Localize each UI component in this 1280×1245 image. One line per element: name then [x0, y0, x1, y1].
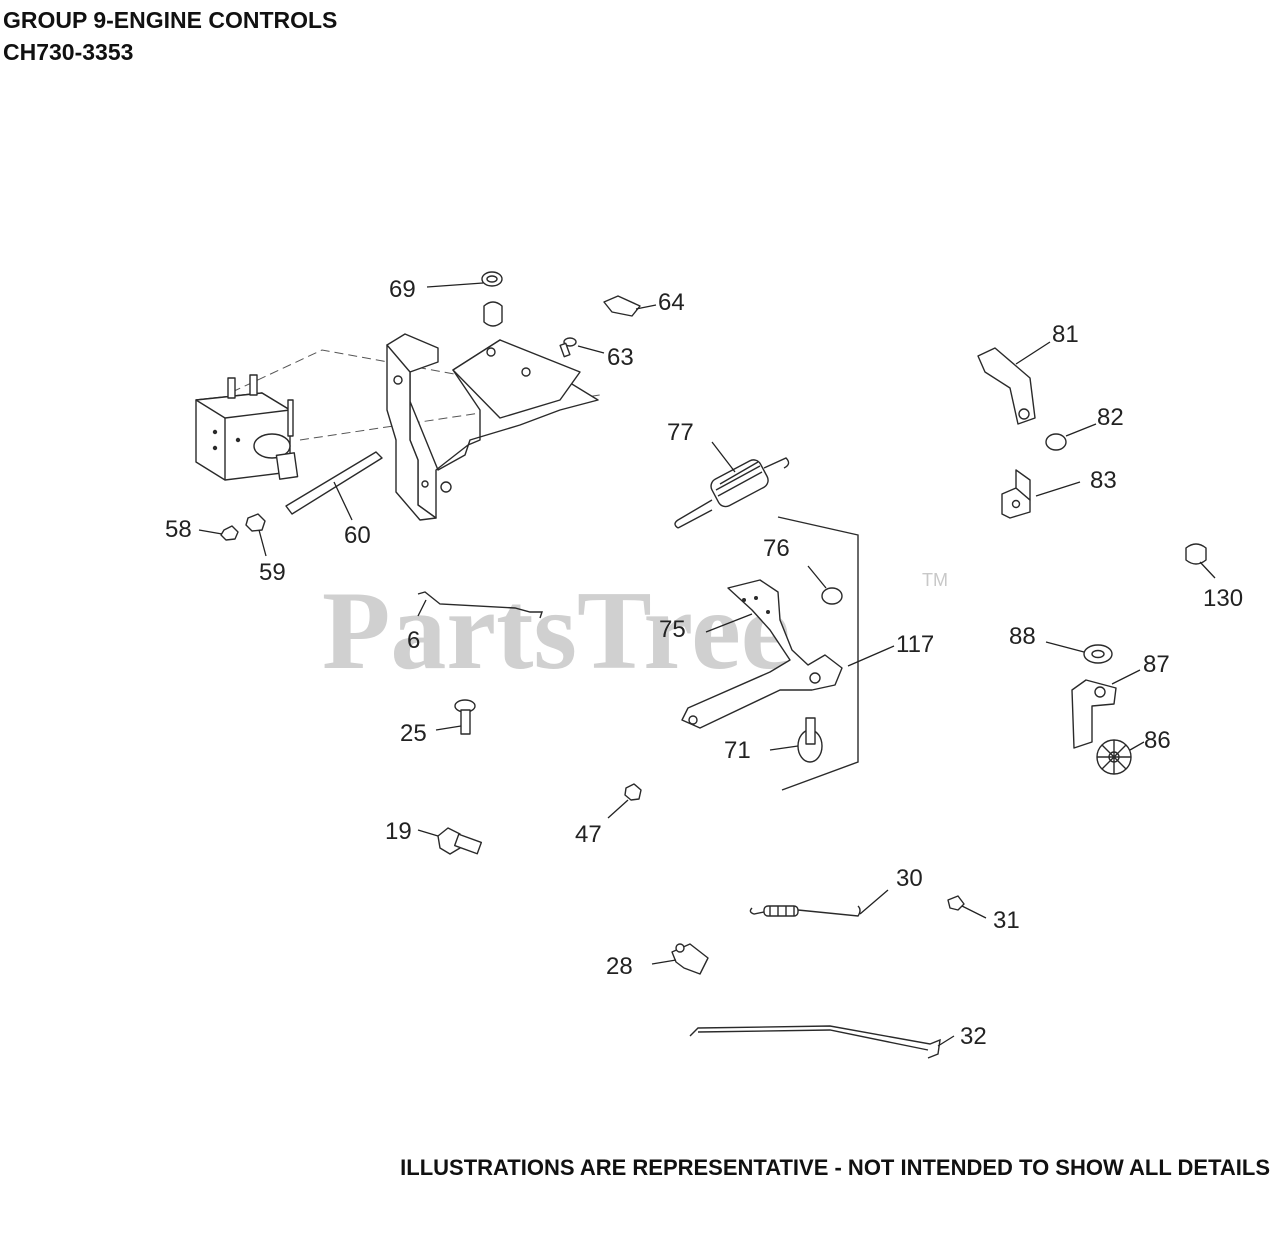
- callout-31: 31: [993, 907, 1020, 934]
- star-washer-86-part: [1096, 739, 1132, 775]
- callout-86: 86: [1144, 727, 1171, 754]
- callout-71: 71: [724, 737, 751, 764]
- washer-88-part: [1083, 644, 1113, 664]
- nut-59-part: [245, 513, 266, 532]
- control-bracket-part: [386, 333, 599, 521]
- callout-69: 69: [389, 276, 416, 303]
- rod-32-part: [689, 1025, 941, 1059]
- callout-30: 30: [896, 865, 923, 892]
- washer-76-part: [821, 587, 843, 605]
- callout-88: 88: [1009, 623, 1036, 650]
- watermark-tm: TM: [922, 570, 948, 590]
- callout-32: 32: [960, 1023, 987, 1050]
- callout-63: 63: [607, 344, 634, 371]
- callout-77: 77: [667, 419, 694, 446]
- fitting-31-part: [947, 895, 965, 911]
- solenoid-part: [195, 374, 299, 481]
- callout-60: 60: [344, 522, 371, 549]
- lever-group-outline: [777, 516, 859, 791]
- bushing-130-part: [1185, 543, 1207, 565]
- callout-6: 6: [407, 627, 420, 654]
- callout-130: 130: [1203, 585, 1243, 612]
- rod-6-part: [417, 591, 543, 619]
- callout-117: 117: [896, 631, 934, 658]
- callout-87: 87: [1143, 651, 1170, 678]
- bracket-87-part: [1071, 679, 1117, 749]
- pin-71-part: [797, 717, 823, 763]
- callout-47: 47: [575, 821, 602, 848]
- leader-lines: [198, 282, 1216, 1047]
- bushing-part: [483, 301, 503, 327]
- callout-28: 28: [606, 953, 633, 980]
- callout-75: 75: [659, 616, 686, 643]
- callout-25: 25: [400, 720, 427, 747]
- bolt-25-part: [454, 699, 476, 735]
- callout-76: 76: [763, 535, 790, 562]
- washer-82-part: [1045, 433, 1067, 451]
- spring-30-part: [749, 905, 861, 917]
- grommet-part: [481, 271, 503, 287]
- model-number: CH730-3353: [3, 39, 134, 65]
- page-title: GROUP 9-ENGINE CONTROLS: [3, 7, 338, 33]
- callout-59: 59: [259, 559, 286, 586]
- callout-64: 64: [658, 289, 685, 316]
- callout-83: 83: [1090, 467, 1117, 494]
- nut-58-part: [220, 525, 239, 541]
- callout-81: 81: [1052, 321, 1079, 348]
- watermark-brand: PartsTree: [322, 569, 791, 693]
- nut-47-part: [624, 783, 642, 801]
- spring-77-part: [674, 457, 790, 529]
- callout-82: 82: [1097, 404, 1124, 431]
- bolt-19-part: [437, 827, 483, 855]
- callout-19: 19: [385, 818, 412, 845]
- clip-part: [603, 295, 641, 317]
- callouts: 69 64 63 81 82 83 77 58 59 60 76 130 6 7…: [165, 276, 1243, 1050]
- screw-63-part: [559, 337, 577, 358]
- callout-58: 58: [165, 516, 192, 543]
- bracket-81-part: [977, 347, 1036, 425]
- throttle-lever-part: [681, 579, 843, 729]
- disclaimer-footer: ILLUSTRATIONS ARE REPRESENTATIVE - NOT I…: [400, 1155, 1270, 1180]
